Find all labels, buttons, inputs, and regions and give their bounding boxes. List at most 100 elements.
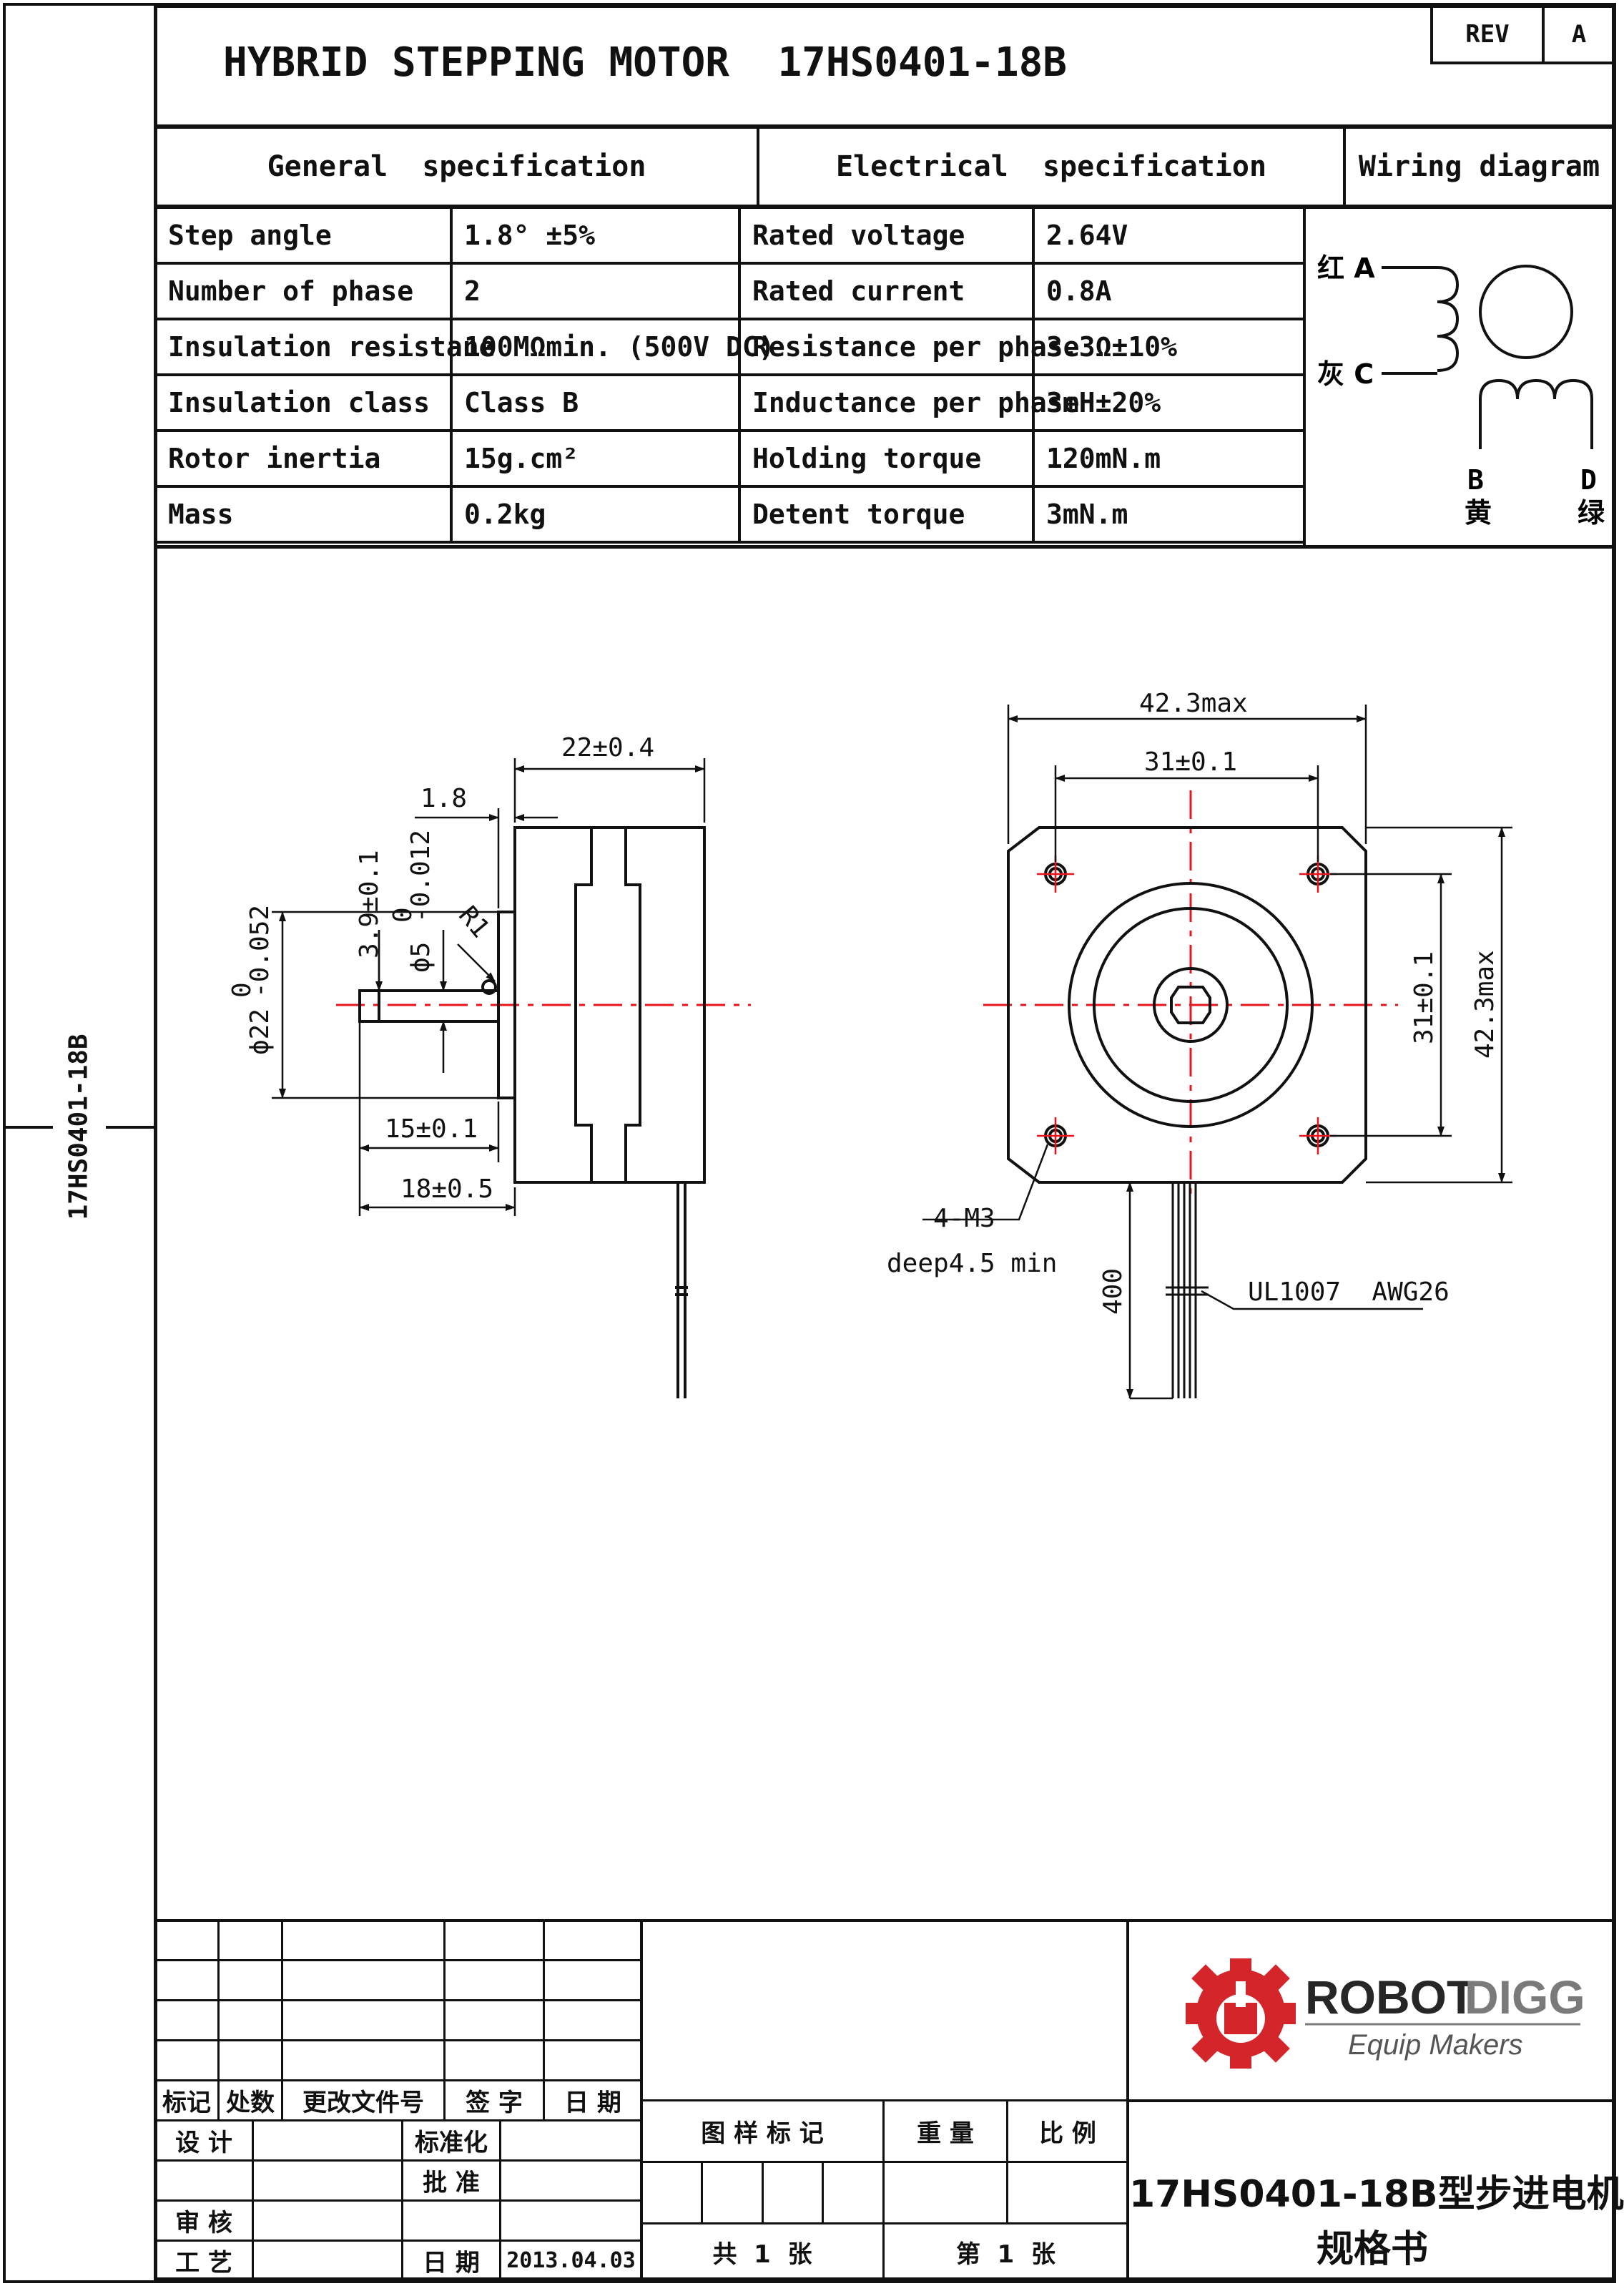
spec-value: 15g.cm²: [450, 429, 741, 488]
spec-label: Insulation class: [154, 373, 453, 432]
title-block-top-line: [154, 1919, 1615, 1922]
spec-value: 0.8A: [1032, 262, 1306, 320]
spec-value: 3mN.m: [1032, 485, 1306, 544]
dim-boss-dia: ϕ22: [245, 1009, 275, 1055]
lead-wire-side: [675, 1182, 688, 1398]
spec-value: 2: [450, 262, 741, 320]
wire-color-d: 绿: [1578, 497, 1605, 529]
spec-value: 3.3Ω±10%: [1032, 318, 1306, 376]
spec-value: 2.64V: [1032, 206, 1306, 265]
gear-icon: [1186, 1958, 1296, 2069]
spec-label: Holding torque: [738, 429, 1035, 488]
spec-value: 1.8° ±5%: [450, 206, 741, 265]
front-dimensions: [922, 705, 1512, 1400]
date-value: 2013.04.03: [499, 2240, 643, 2282]
standard-label: 标准化: [401, 2119, 501, 2162]
pattern-grid: 图 样 标 记 重 量 比 例 共 1 张 第 1 张: [640, 2099, 1129, 2282]
dim-hole-pitch-h: 31±0.1: [1144, 747, 1237, 777]
brand-name-digg: DIGG: [1465, 1971, 1585, 2023]
brand-tagline: Equip Makers: [1348, 2029, 1523, 2061]
spec-label: Number of phase: [154, 262, 453, 320]
dim-flange: 1.8: [420, 784, 467, 813]
coil-ac: [1382, 266, 1460, 375]
wiring-diagram: 红 A 灰 C B D 黄 绿: [1317, 252, 1605, 529]
rev-header: 处数: [217, 2079, 283, 2121]
robotdigg-logo: ROBOT DIGG Equip Makers: [1186, 1958, 1585, 2069]
wire-color-b: 黄: [1465, 497, 1492, 529]
front-view: [983, 790, 1398, 1398]
approval-grid: 设 计 标准化 批 准 审 核 工 艺 日 期 2013.04.03: [154, 2119, 643, 2282]
dim-holes: 4-M3: [933, 1204, 995, 1233]
dim-boss-tol-hi: 0: [227, 982, 257, 998]
technical-drawing: 22±0.4 1.8 3.9±0.1 ϕ5 0 -0.012 R1 ϕ22 0 …: [227, 689, 1512, 1400]
wire-label-d: D: [1580, 464, 1597, 496]
dim-shaft-15: 15±0.1: [385, 1114, 478, 1144]
spec-value: Class B: [450, 373, 741, 432]
dim-width-max: 42.3max: [1139, 689, 1248, 718]
shaft: [358, 989, 500, 1023]
spec-label: Rotor inertia: [154, 429, 453, 488]
dim-boss-tol-lo: -0.052: [245, 905, 275, 998]
electrical-spec-heading: Electrical specification: [757, 126, 1346, 207]
wire-label-a: 红 A: [1317, 252, 1375, 284]
hole-centers: [1037, 855, 1337, 1154]
spec-label: Detent torque: [738, 485, 1035, 544]
spec-value: 100MΩmin. (500V DC): [450, 318, 775, 376]
design-label: 设 计: [154, 2119, 254, 2162]
side-view: [336, 826, 751, 1398]
sheets-total: 共 1 张: [640, 2222, 885, 2282]
rev-label: REV: [1430, 4, 1545, 64]
rev-box: REV A: [1430, 4, 1616, 64]
review-label: 审 核: [154, 2199, 254, 2242]
drawing-title: HYBRID STEPPING MOTOR 17HS0401-18B: [223, 39, 1068, 86]
spec-label: Rated current: [738, 262, 1035, 320]
general-spec-heading: General specification: [154, 126, 759, 207]
spec-label: Rated voltage: [738, 206, 1035, 265]
spec-bottom-line: [154, 545, 1615, 549]
dim-hole-pitch-v: 31±0.1: [1409, 951, 1439, 1044]
spec-value: 3mH±20%: [1032, 373, 1306, 432]
spec-label: Insulation resistane: [154, 318, 496, 376]
doc-title-line2: 规格书: [1316, 2228, 1428, 2271]
pattern-mark-label: 图 样 标 记: [640, 2099, 885, 2163]
dim-shaft-tol-hi: 0: [388, 907, 418, 923]
wire-label-c: 灰 C: [1317, 358, 1374, 390]
dim-wire-spec: UL1007 AWG26: [1248, 1277, 1450, 1307]
dim-height-max: 42.3max: [1470, 950, 1500, 1059]
spec-label: Mass: [154, 485, 453, 544]
logo-divider: [1129, 2099, 1615, 2102]
motor-face: [1007, 826, 1367, 1184]
title-divider: [154, 124, 1615, 128]
rev-value: A: [1542, 4, 1616, 64]
process-label: 工 艺: [154, 2240, 254, 2282]
dim-body-length: 22±0.4: [561, 733, 654, 762]
wiring-diagram-heading: Wiring diagram: [1343, 126, 1615, 207]
boss-inner: [1093, 907, 1289, 1103]
boss-outer: [1068, 882, 1314, 1128]
spec-header-row: General specification Electrical specifi…: [154, 126, 1615, 207]
spec-label: Step angle: [154, 206, 453, 265]
dim-holes-deep: deep4.5 min: [887, 1249, 1057, 1278]
sheet-number: 第 1 张: [882, 2222, 1129, 2282]
spec-value: 120mN.m: [1032, 429, 1306, 488]
dim-shaft-18: 18±0.5: [400, 1174, 493, 1204]
dim-key: 3.9±0.1: [355, 850, 384, 958]
scale-label: 比 例: [1006, 2099, 1129, 2163]
date-label: 日 期: [401, 2240, 501, 2282]
dim-shaft-tol-lo: -0.012: [406, 830, 435, 923]
body-groove: [574, 828, 641, 1182]
dim-lead-length: 400: [1098, 1268, 1128, 1315]
approve-label: 批 准: [401, 2159, 501, 2202]
